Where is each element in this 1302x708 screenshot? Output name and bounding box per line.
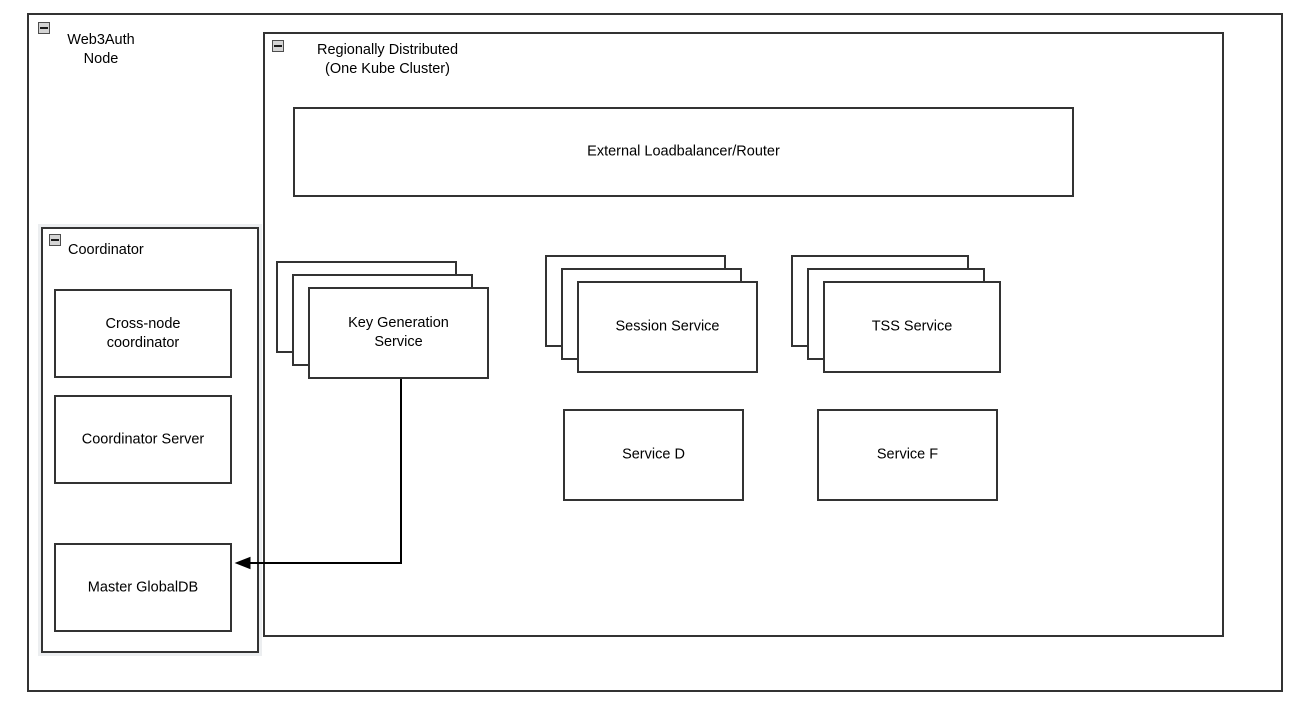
service-d[interactable]: Service D [563,409,744,501]
coordinator-label: Coordinator [68,242,144,258]
kube-cluster-label: Regionally Distributed (One Kube Cluster… [316,42,459,77]
service-d-label: Service D [622,446,685,463]
cross-node-coordinator[interactable]: Cross-node coordinator [54,289,232,378]
tss-service[interactable]: TSS Service [823,281,1001,373]
coordinator-collapse-icon[interactable] [49,234,61,246]
key-generation-service-stack[interactable]: Key Generation Service [276,261,489,379]
tss-service-label: TSS Service [871,318,953,335]
tss-service-stack[interactable]: TSS Service [791,255,1001,379]
master-globaldb-label: Master GlobalDB [87,579,199,595]
key-generation-service[interactable]: Key Generation Service [308,287,489,379]
coordinator-server-label: Coordinator Server [81,431,205,447]
master-globaldb[interactable]: Master GlobalDB [54,543,232,632]
session-service[interactable]: Session Service [577,281,758,373]
external-loadbalancer-router[interactable]: External Loadbalancer/Router [293,107,1074,197]
coordinator-server[interactable]: Coordinator Server [54,395,232,484]
external-loadbalancer-router-label: External Loadbalancer/Router [587,143,780,160]
cross-node-coordinator-label: Cross-node coordinator [105,315,181,351]
kube-cluster-collapse-icon[interactable] [272,40,284,52]
key-generation-service-label: Key Generation Service [348,315,449,350]
service-f[interactable]: Service F [817,409,998,501]
service-f-label: Service F [876,446,939,463]
web3auth-node-label: Web3Auth Node [67,32,135,67]
session-service-stack[interactable]: Session Service [545,255,758,379]
web3auth-node-collapse-icon[interactable] [38,22,50,34]
session-service-label: Session Service [615,318,720,335]
